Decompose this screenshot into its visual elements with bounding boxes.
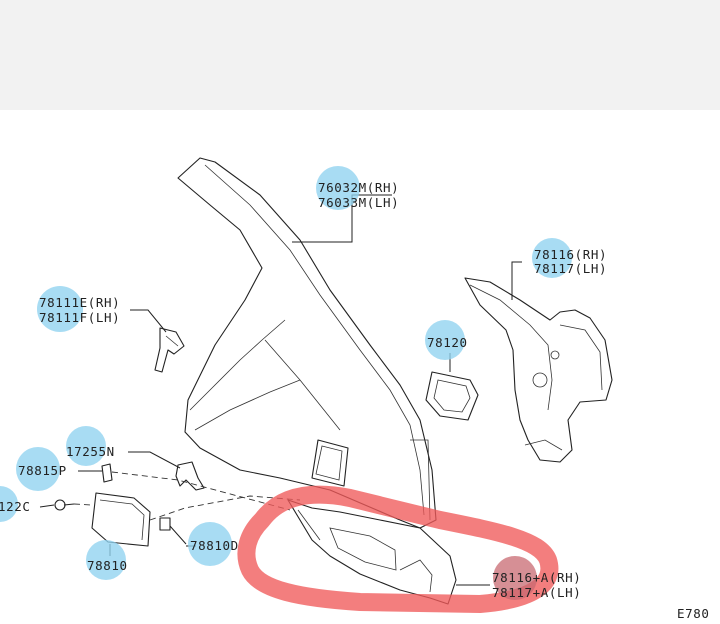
bubble-78120: [425, 320, 465, 360]
bubble-76032m: [316, 166, 360, 210]
label-78111e: 78111E(RH): [39, 295, 120, 310]
screw-part: [54, 499, 75, 511]
red-highlight-loop: [237, 485, 559, 613]
inner-wheelhouse: [464, 277, 613, 463]
label-122c: 122C: [0, 499, 31, 514]
assembly-lines: [73, 471, 301, 521]
fuel-lid-part: [91, 492, 151, 547]
diagram-code: E780: [677, 606, 710, 621]
bumper-part: [159, 517, 187, 545]
highlight-bubbles: [0, 166, 572, 580]
bubble-17255n: [66, 426, 106, 466]
top-blank-band: [0, 0, 720, 110]
clip-part: [175, 461, 205, 491]
label-17255n: 17255N: [66, 444, 115, 459]
label-78810: 78810: [87, 558, 128, 573]
bubble-78815p: [16, 447, 60, 491]
highlight-dot: [493, 556, 537, 600]
bubble-78810: [86, 540, 126, 580]
label-78117: 78117(LH): [534, 261, 607, 276]
spring-part: [101, 463, 113, 483]
label-76033m: 76033M(LH): [318, 195, 399, 210]
label-76032m: 76032M(RH): [318, 180, 399, 195]
lid-hinge-bracket: [154, 327, 185, 373]
bubble-78810d: [188, 522, 232, 566]
bubble-122c: [0, 486, 18, 522]
label-78120: 78120: [427, 335, 468, 350]
label-78116a: 78116+A(RH): [492, 570, 581, 585]
bubble-78111e: [37, 286, 83, 332]
rear-fender-panel: [177, 157, 437, 529]
label-78117a: 78117+A(LH): [492, 585, 581, 600]
part-labels: 76032M(RH) 76033M(LH) 78116(RH) 78117(LH…: [0, 180, 710, 621]
extension-part: [287, 499, 457, 605]
filler-base-part: [425, 371, 479, 421]
label-78815p: 78815P: [18, 463, 67, 478]
label-78810d: 78810D: [190, 538, 239, 553]
bubble-78116: [532, 238, 572, 278]
label-78116: 78116(RH): [534, 247, 607, 262]
label-78111f: 78111F(LH): [39, 310, 120, 325]
